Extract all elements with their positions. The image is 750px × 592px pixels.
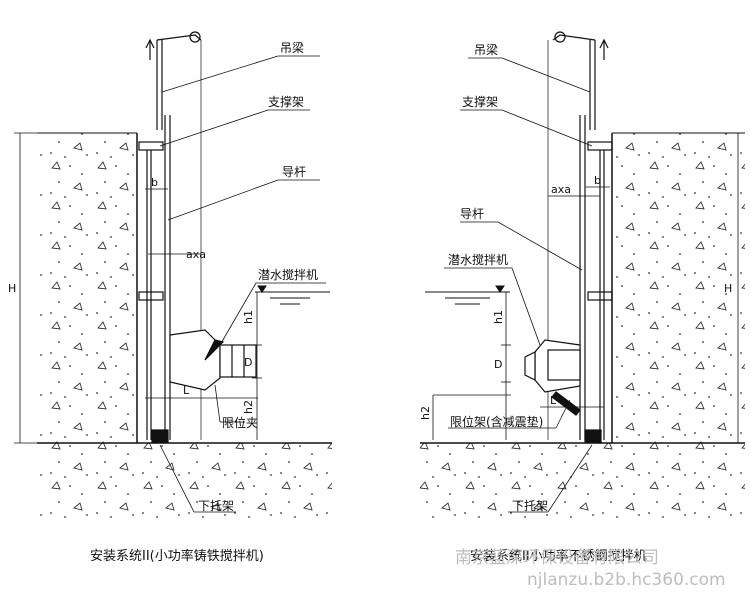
watermark-url: njlanzu.b2b.hc360.com [527, 570, 726, 590]
left-dim-h1: h1 [242, 310, 255, 324]
right-label-rod: 导杆 [460, 207, 484, 221]
left-dim-h2: h2 [242, 400, 255, 414]
left-water-level [255, 285, 330, 305]
right-water-level [425, 285, 510, 305]
watermark-company: 南京蓝深环保设备有限公司 [455, 548, 659, 568]
left-dim-L: L [183, 384, 190, 397]
left-dims-vertical [145, 188, 262, 440]
left-label-mixer: 潜水搅拌机 [258, 267, 318, 282]
right-label-bracket: 支撑架 [462, 94, 498, 109]
left-guide-rod [146, 40, 171, 440]
right-mixer [524, 339, 581, 416]
right-bracket [584, 141, 613, 443]
left-dim-axa: axa [186, 248, 206, 261]
right-dim-h1: h1 [492, 310, 505, 324]
right-label-beam: 吊梁 [474, 42, 498, 57]
right-guide-rod [579, 40, 605, 440]
left-bracket [138, 141, 169, 443]
right-dim-axa: axa [551, 183, 571, 196]
right-label-clamp: 限位架(含减震垫) [450, 414, 543, 429]
left-dim-D: D [244, 356, 252, 369]
right-diagram: H [419, 31, 745, 564]
left-caption: 安装系统II(小功率铸铁搅拌机) [90, 548, 264, 564]
right-leaders [444, 57, 593, 513]
right-wall [612, 133, 745, 443]
right-dim-h2: h2 [419, 406, 432, 420]
right-dims-vertical [432, 186, 610, 440]
right-dim-H [718, 132, 745, 444]
left-diagram: H [8, 31, 332, 564]
left-floor [37, 443, 332, 518]
left-label-beam: 吊梁 [280, 40, 304, 55]
right-dim-D: D [494, 358, 502, 371]
right-dim-b: b [594, 174, 601, 187]
left-label-rod: 导杆 [282, 165, 306, 179]
left-label-clamp: 限位夹 [222, 415, 258, 430]
left-dim-H [14, 132, 40, 444]
right-label-base: 下托架 [512, 499, 548, 513]
left-label-bracket: 支撑架 [268, 94, 304, 109]
left-leaders [159, 55, 326, 513]
left-dim-b: b [151, 176, 158, 189]
left-mixer [169, 329, 257, 391]
right-dim-H-label: H [724, 282, 732, 295]
right-floor [420, 443, 745, 518]
left-label-base: 下托架 [198, 499, 234, 513]
right-caption: 安装系统II小功率不锈钢搅拌机 [470, 548, 647, 564]
left-dim-H-label: H [8, 282, 16, 295]
left-wall [37, 133, 137, 443]
right-label-mixer: 潜水搅拌机 [448, 252, 508, 267]
right-dim-L: L [550, 394, 557, 407]
